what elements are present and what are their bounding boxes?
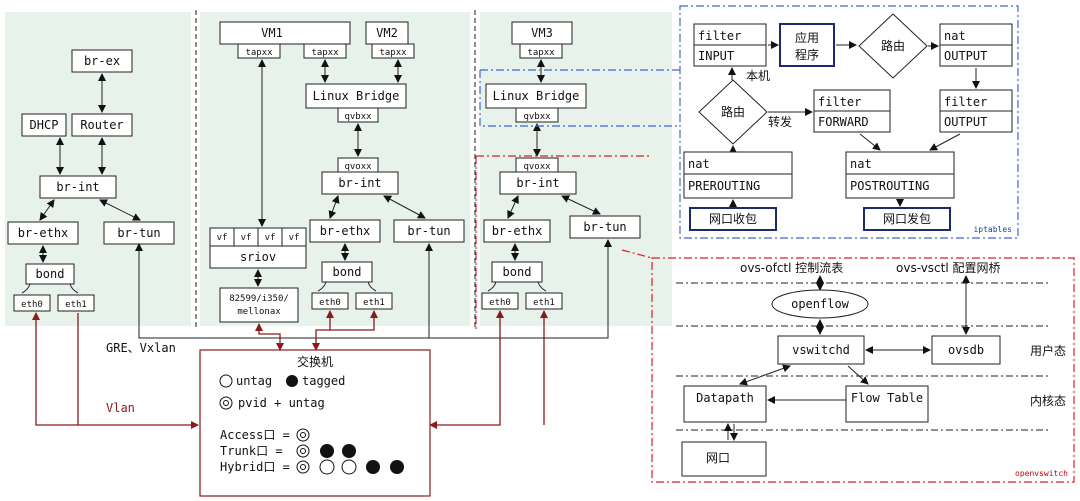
hybrid-port-label: Hybrid口 = [220, 460, 290, 474]
vswitchd-label: vswitchd [792, 343, 850, 357]
column-2: VM1 tapxx tapxx VM2 tapxx Linux Bridge q… [209, 21, 465, 323]
user-space-label: 用户态 [1030, 343, 1066, 358]
filter-input-line2: INPUT [698, 49, 734, 63]
filter-output-line2: OUTPUT [944, 115, 987, 129]
access-port-label: Access口 = [220, 428, 290, 442]
qvoxx-label-3: qvoxx [523, 162, 551, 172]
route-mid-label: 路由 [721, 104, 745, 119]
qvoxx-label: qvoxx [344, 162, 372, 172]
linux-bridge-label-3: Linux Bridge [493, 89, 580, 103]
bond-label: bond [36, 267, 65, 281]
vm2-tap: tapxx [379, 48, 407, 58]
nat-prerouting-line2: PREROUTING [688, 179, 760, 193]
ovs-corner-label: openvswitch [1015, 469, 1068, 478]
vf-4: vf [289, 233, 300, 243]
filter-input-line1: filter [698, 29, 741, 43]
qvbxx-label: qvbxx [344, 112, 372, 122]
column-1: br-ex DHCP Router br-int br-ethx br-tun … [7, 49, 175, 312]
br-int-label-2: br-int [338, 176, 381, 190]
vm3-label: VM3 [531, 26, 553, 40]
vf-3: vf [265, 233, 276, 243]
app-line1: 应用 [795, 30, 819, 45]
br-tun-label-3: br-tun [583, 220, 626, 234]
kernel-space-label: 内核态 [1030, 394, 1066, 408]
switch-title: 交换机 [297, 354, 333, 369]
filter-forward-line2: FORWARD [818, 115, 869, 129]
bond-label-2: bond [333, 265, 362, 279]
eth0-label-3: eth0 [489, 298, 511, 308]
nat-postrouting-line1: nat [850, 157, 872, 171]
openvswitch-panel: openvswitch ovs-ofctl 控制流表 ovs-vsctl 配置网… [475, 155, 1075, 483]
nic-model-line2: mellonax [237, 307, 281, 317]
vm1-tap2: tapxx [311, 48, 339, 58]
nat-prerouting-line1: nat [688, 157, 710, 171]
vm1-label: VM1 [261, 26, 283, 40]
openflow-label: openflow [791, 297, 850, 311]
route-top-label: 路由 [881, 38, 905, 53]
iptables-panel: iptables filter INPUT 应用 程序 路由 nat OUTPU… [479, 5, 1019, 239]
vf-1: vf [217, 233, 228, 243]
ofctl-label: ovs-ofctl 控制流表 [740, 261, 843, 275]
br-tun-label: br-tun [117, 226, 160, 240]
ovsdb-label: ovsdb [948, 343, 984, 357]
pvid-legend: pvid + untag [238, 396, 325, 410]
vlan-line-1 [32, 312, 199, 429]
br-ex-label: br-ex [84, 54, 120, 68]
forward-label: 转发 [768, 114, 792, 129]
tx-label: 网口发包 [883, 211, 931, 226]
rx-label: 网口收包 [709, 212, 757, 226]
br-ethx-label-3: br-ethx [492, 224, 543, 238]
nic-label: 网口 [706, 451, 730, 465]
gre-vxlan-label: GRE、Vxlan [106, 341, 176, 355]
flow-table-label: Flow Table [851, 391, 923, 405]
linux-bridge-label: Linux Bridge [313, 89, 400, 103]
bond-label-3: bond [503, 265, 532, 279]
br-ethx-label-2: br-ethx [320, 224, 371, 238]
local-label: 本机 [746, 69, 770, 83]
vsctl-label: ovs-vsctl 配置网桥 [896, 261, 1001, 275]
vm3-tap: tapxx [527, 48, 555, 58]
vm2-label: VM2 [376, 26, 398, 40]
br-tun-label-2: br-tun [407, 224, 450, 238]
datapath-label: Datapath [696, 391, 754, 405]
br-int-label: br-int [56, 180, 99, 194]
eth1-label-3: eth1 [533, 298, 555, 308]
router-label: Router [80, 118, 123, 132]
nic-model-line1: 82599/i350/ [229, 294, 289, 304]
app-line2: 程序 [795, 47, 819, 62]
eth1-label: eth1 [65, 300, 87, 310]
column-3: VM3 tapxx Linux Bridge qvbxx qvoxx br-in… [481, 21, 641, 310]
vm1-tap1: tapxx [245, 48, 273, 58]
nat-output-line1: nat [944, 29, 966, 43]
eth0-label: eth0 [21, 300, 43, 310]
vf-2: vf [241, 233, 252, 243]
iptables-corner-label: iptables [973, 225, 1012, 234]
eth1-label-2: eth1 [363, 298, 385, 308]
trunk-port-label: Trunk口 = [220, 444, 283, 458]
qvbxx-label-3: qvbxx [523, 112, 551, 122]
br-ethx-label: br-ethx [18, 226, 69, 240]
nat-output-line2: OUTPUT [944, 49, 987, 63]
sriov-label: sriov [240, 250, 276, 264]
vlan-label: Vlan [106, 401, 135, 415]
tagged-legend: tagged [302, 374, 345, 388]
dhcp-label: DHCP [30, 118, 59, 132]
nat-postrouting-line2: POSTROUTING [850, 179, 929, 193]
filter-output-line1: filter [944, 95, 987, 109]
br-int-label-3: br-int [516, 176, 559, 190]
untag-legend: untag [236, 374, 272, 388]
eth0-label-2: eth0 [319, 298, 341, 308]
filter-forward-line1: filter [818, 95, 861, 109]
switch-box: 交换机 untag tagged pvid + untag Access口 = … [199, 349, 431, 497]
